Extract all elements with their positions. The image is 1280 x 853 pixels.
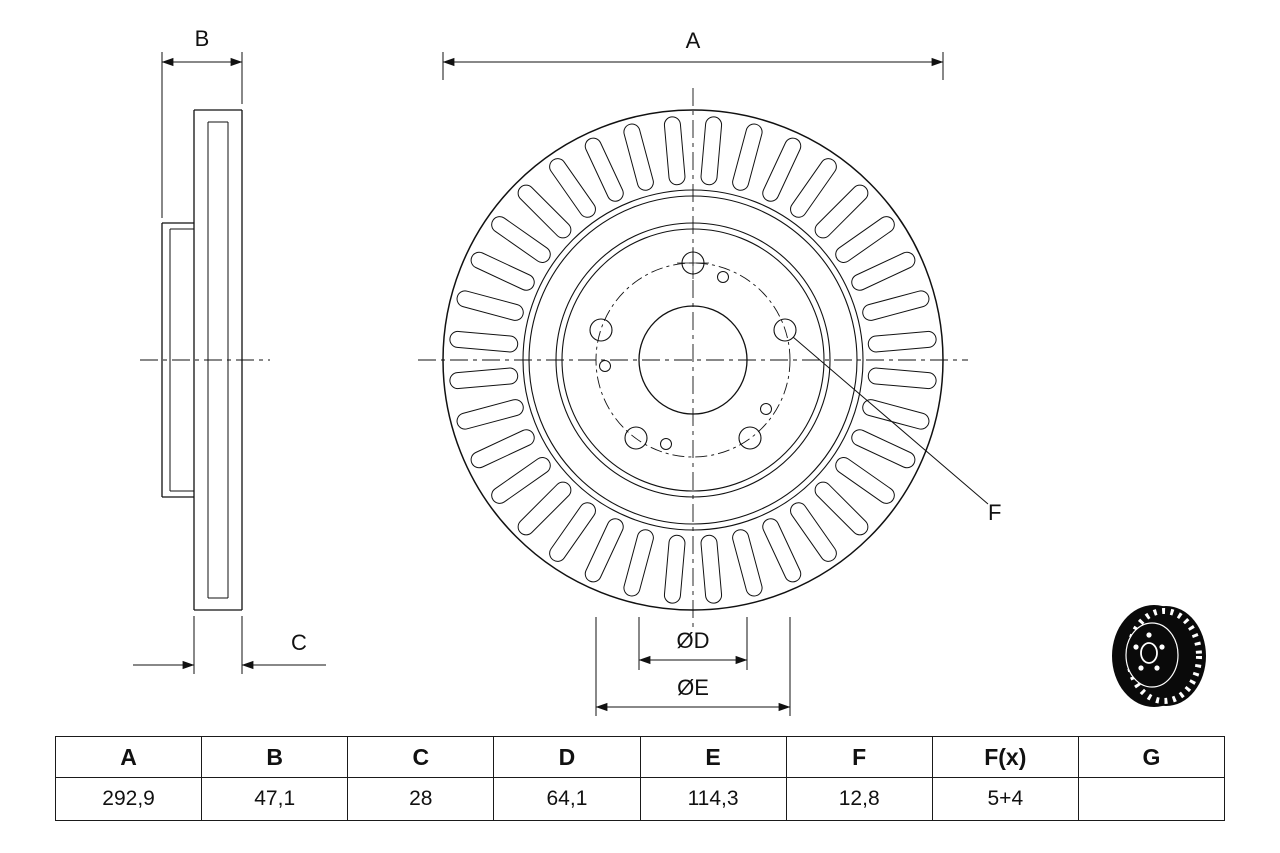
value-cell-a: 292,9 <box>54 777 203 821</box>
brake-disc-3d-icon <box>1112 605 1206 707</box>
dimension-d <box>638 617 748 670</box>
dim-label-e: ØE <box>677 675 709 700</box>
header-cell-g: G <box>1077 736 1226 778</box>
front-view <box>418 88 968 632</box>
bolt-hole-center-mark <box>677 247 709 279</box>
hat-rim-circle-1 <box>555 222 831 498</box>
table-value-row: 292,9 47,1 28 64,1 114,3 12,8 5+4 <box>54 777 1226 821</box>
value-cell-g <box>1077 777 1226 821</box>
dimensions-table: A B C D E F F(x) G 292,9 47,1 28 64,1 11… <box>54 736 1226 821</box>
header-cell-a: A <box>54 736 203 778</box>
friction-band-inner-circle-2 <box>528 195 858 525</box>
dimension-e <box>595 617 791 716</box>
header-cell-f: F <box>785 736 933 778</box>
dim-label-f: F <box>988 500 1001 525</box>
dimension-a <box>442 52 944 80</box>
ventilation-slots <box>449 116 937 604</box>
dim-label-a: A <box>686 28 701 53</box>
dimension-b <box>161 52 243 218</box>
outer-edge-circle <box>442 109 944 611</box>
dim-label-c: C <box>291 630 307 655</box>
dimension-c <box>133 616 326 674</box>
hat-rim-circle-2 <box>561 228 825 492</box>
value-cell-f: 12,8 <box>785 777 933 821</box>
bolt-pitch-circle <box>595 262 791 458</box>
header-cell-d: D <box>493 736 641 778</box>
header-cell-e: E <box>639 736 787 778</box>
header-cell-fx: F(x) <box>931 736 1079 778</box>
value-cell-fx: 5+4 <box>931 777 1079 821</box>
brake-disc-drawing: A B C ØD ØE F <box>133 26 1206 716</box>
value-cell-b: 47,1 <box>201 777 349 821</box>
value-cell-e: 114,3 <box>639 777 787 821</box>
small-holes <box>599 271 772 450</box>
header-cell-c: C <box>347 736 495 778</box>
dimension-f-leader <box>792 336 989 505</box>
value-cell-d: 64,1 <box>493 777 641 821</box>
header-cell-b: B <box>201 736 349 778</box>
table-header-row: A B C D E F F(x) G <box>54 736 1226 778</box>
icon-bolt-holes <box>1133 632 1165 671</box>
dim-label-d: ØD <box>677 628 710 653</box>
dim-label-b: B <box>195 26 210 51</box>
friction-band-inner-circle-1 <box>522 189 864 531</box>
center-bore-circle <box>638 305 748 415</box>
value-cell-c: 28 <box>347 777 495 821</box>
